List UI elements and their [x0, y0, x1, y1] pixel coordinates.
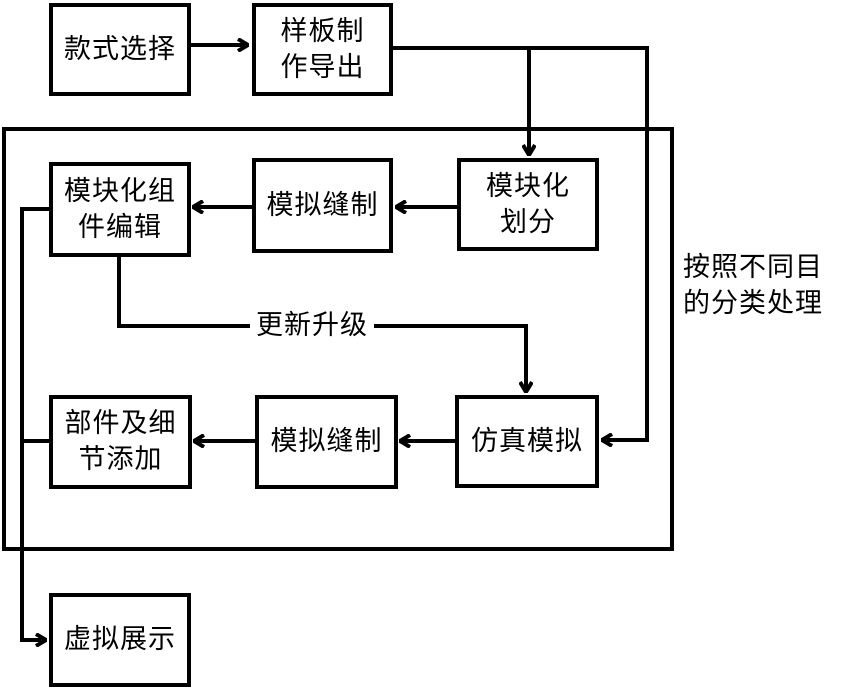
node-label-line2: 件编辑 — [78, 211, 162, 243]
node-sim-sewing-top: 模拟缝制 — [252, 158, 393, 253]
node-pattern-export: 样板制 作导出 — [252, 3, 393, 96]
node-label-line1: 模块化组 — [64, 175, 176, 207]
group-frame — [2, 127, 674, 551]
node-parts-details: 部件及细 节添加 — [49, 395, 192, 489]
edge-label-update: 更新升级 — [250, 308, 374, 344]
node-style-select: 款式选择 — [49, 3, 191, 96]
node-label: 模拟缝制 — [266, 189, 379, 221]
edge-pattern-to-simulation — [392, 46, 649, 440]
node-label-line1: 模块化 — [486, 170, 570, 202]
node-sim-sewing-bottom: 模拟缝制 — [255, 395, 398, 489]
node-label-line2: 作导出 — [280, 51, 365, 83]
group-label: 按照不同目 的分类处理 — [683, 250, 823, 322]
node-label: 模拟缝制 — [270, 426, 383, 457]
node-modular-divide: 模块化 划分 — [457, 158, 599, 251]
node-label-line1: 样板制 — [280, 15, 365, 47]
node-label: 虚拟展示 — [64, 624, 176, 655]
node-modular-edit: 模块化组 件编辑 — [49, 162, 191, 257]
node-label: 款式选择 — [64, 33, 176, 65]
group-label-line2: 的分类处理 — [683, 288, 823, 319]
node-label-line2: 节添加 — [78, 444, 163, 475]
node-label-line2: 划分 — [500, 206, 556, 238]
node-virtual-display: 虚拟展示 — [49, 593, 191, 687]
node-sim-simulation: 仿真模拟 — [455, 395, 599, 488]
group-label-line1: 按照不同目 — [683, 252, 823, 283]
edge-edit-to-display — [20, 207, 49, 640]
node-label: 仿真模拟 — [471, 425, 583, 457]
node-label-line1: 部件及细 — [64, 408, 177, 439]
